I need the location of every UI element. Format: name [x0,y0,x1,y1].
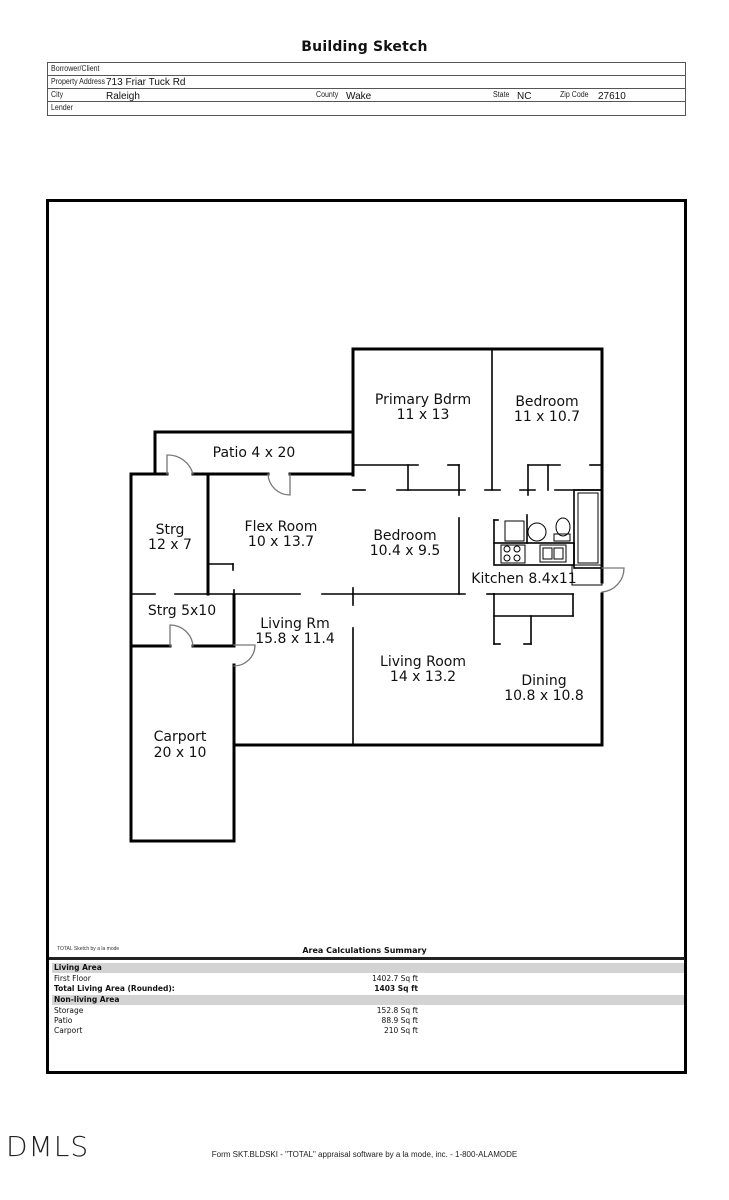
doors [166,454,625,667]
summary-row-total-living: Total Living Area (Rounded): 1403 Sq ft [54,984,418,993]
room-label-carport: Carport [154,729,207,745]
state-label: State [493,90,510,99]
summary-row-storage: Storage 152.8 Sq ft [54,1006,418,1015]
county-label: County [316,90,339,99]
room-dims-bedroom-3: 10.4 x 9.5 [370,543,441,559]
room-label-strg-5x10: Strg 5x10 [148,603,216,619]
borrower-row: Borrower/Client [48,63,685,76]
county-value: Wake [346,91,372,102]
summary-row-non-living: Non-living Area [52,995,684,1005]
lender-label: Lender [51,103,73,112]
room-label-kitchen: Kitchen 8.4x11 [471,571,576,587]
summary-row-living-area: Living Area [52,963,684,973]
address-value: 713 Friar Tuck Rd [106,77,186,88]
fixtures [500,517,571,564]
summary-title: Area Calculations Summary [302,946,427,955]
property-info-header: Borrower/Client Property Address 713 Fri… [47,62,686,116]
city-label: City [51,90,64,99]
summary-row-patio: Patio 88.9 Sq ft [54,1016,418,1025]
room-dims-living-room: 14 x 13.2 [390,669,456,685]
zip-value: 27610 [598,91,626,102]
lender-row: Lender [48,102,685,115]
dmls-watermark-logo: DMLS [6,1130,90,1163]
form-footer: Form SKT.BLDSKI - "TOTAL" appraisal soft… [211,1150,518,1159]
room-label-strg: Strg [156,522,185,538]
borrower-label: Borrower/Client [51,64,100,73]
summary-row-first-floor: First Floor 1402.7 Sq ft [54,974,418,983]
room-label-flex-room: Flex Room [245,519,318,535]
sketch-frame [46,199,687,1074]
city-value: Raleigh [106,91,140,102]
room-label-living-room: Living Room [380,654,466,670]
city-row: City Raleigh County Wake State NC Zip Co… [48,89,685,102]
interior-walls [130,348,603,746]
room-label-patio: Patio 4 x 20 [213,445,296,461]
room-dims-strg: 12 x 7 [148,537,192,553]
room-label-dining: Dining [521,673,566,689]
address-row: Property Address 713 Friar Tuck Rd [48,76,685,89]
room-label-bedroom-3: Bedroom [373,528,436,544]
room-dims-dining: 10.8 x 10.8 [504,688,584,704]
summary-row-carport: Carport 210 Sq ft [54,1026,418,1035]
room-label-living-rm: Living Rm [260,616,329,632]
area-summary: Living Area First Floor 1402.7 Sq ft Tot… [49,957,685,1072]
state-value: NC [517,91,532,102]
room-dims-primary-bdrm: 11 x 13 [397,407,450,423]
room-dims-flex-room: 10 x 13.7 [248,534,314,550]
room-label-primary-bdrm: Primary Bdrm [375,392,471,408]
sketch-caption: TOTAL Sketch by a la mode [57,946,120,952]
room-dims-living-rm: 15.8 x 11.4 [255,631,335,647]
room-dims-carport: 20 x 10 [154,745,207,761]
room-dims-bedroom-2: 11 x 10.7 [514,409,580,425]
zip-label: Zip Code [560,90,589,99]
room-label-bedroom-2: Bedroom [515,394,578,410]
address-label: Property Address [51,77,106,86]
page-title: Building Sketch [301,39,428,55]
